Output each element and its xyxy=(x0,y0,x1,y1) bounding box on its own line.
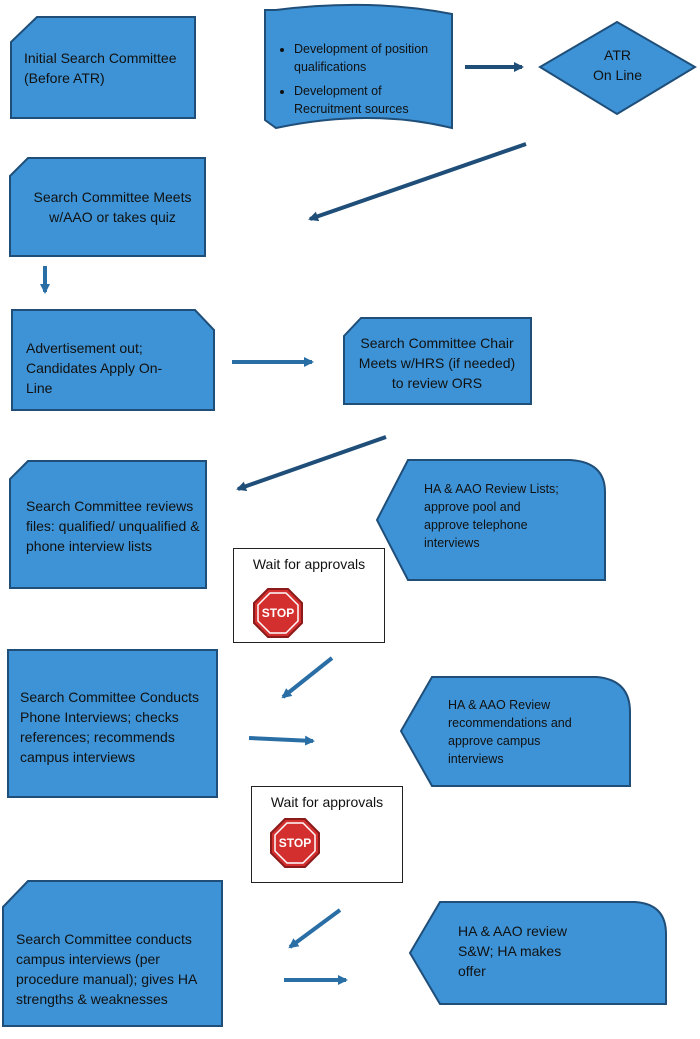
reviews-files-label: Search Committee reviews files: qualifie… xyxy=(26,498,200,554)
reviews-files-shape xyxy=(9,460,207,589)
phone-interviews-label: Search Committee Conducts Phone Intervie… xyxy=(20,689,199,765)
ha-makes-offer-label: HA & AAO review S&W; HA makes offer xyxy=(458,923,567,979)
meets-aao-label: Search Committee Meets w/AAO or takes qu… xyxy=(33,189,192,225)
ha-review-lists-shape xyxy=(375,459,606,581)
wait-for-approvals-box-2: Wait for approvals STOP xyxy=(251,786,403,883)
arrow-phone-to-ha-review xyxy=(248,735,315,746)
stop-sign-text-2: STOP xyxy=(279,836,311,850)
atr-online-label: ATR On Line xyxy=(570,45,665,85)
development-list: Development of position qualifications D… xyxy=(276,40,446,124)
campus-interviews-shape xyxy=(1,880,223,1027)
wait-for-approvals-box-1: Wait for approvals STOP xyxy=(233,548,385,643)
initial-search-committee-shape xyxy=(10,16,196,119)
ha-review-lists-label: HA & AAO Review Lists; approve pool and … xyxy=(424,482,559,550)
online-label: On Line xyxy=(592,67,643,83)
wait-for-approvals-text-2: Wait for approvals xyxy=(270,794,384,810)
ha-makes-offer-shape xyxy=(408,901,667,1005)
advertisement-label: Advertisement out; Candidates Apply On-L… xyxy=(26,340,163,396)
arrow-stop-to-phone-interviews xyxy=(281,656,334,699)
ha-review-recommendations-shape xyxy=(399,676,631,787)
atr-online-decision-shape xyxy=(538,20,697,116)
arrow-stop-to-campus-interviews xyxy=(288,908,342,949)
stop-sign-text-1: STOP xyxy=(262,606,294,620)
arrow-atr-to-meets-aao xyxy=(308,142,527,222)
wait-for-approvals-text-1: Wait for approvals xyxy=(252,556,366,572)
chair-meets-hrs-label: Search Committee Chair Meets w/HRS (if n… xyxy=(358,335,516,391)
stop-sign-icon: STOP xyxy=(253,588,303,638)
phone-interviews-shape xyxy=(7,649,218,798)
initial-search-committee-label: Initial Search Committee (Before ATR) xyxy=(24,50,177,86)
ha-review-recommendations-label: HA & AAO Review recommendations and appr… xyxy=(448,698,572,766)
stop-sign-icon: STOP xyxy=(270,818,320,868)
advertisement-shape xyxy=(11,309,215,411)
development-item-recruitment: Development of Recruitment sources xyxy=(294,82,446,118)
atr-label: ATR xyxy=(604,47,631,63)
arrow-chair-to-reviews-files xyxy=(236,435,387,492)
meets-aao-shape xyxy=(9,157,206,257)
development-item-qualifications: Development of position qualifications xyxy=(294,40,446,76)
campus-interviews-label: Search Committee conducts campus intervi… xyxy=(16,931,197,1007)
development-document-shape xyxy=(264,3,453,130)
chair-meets-hrs-shape xyxy=(343,317,532,405)
